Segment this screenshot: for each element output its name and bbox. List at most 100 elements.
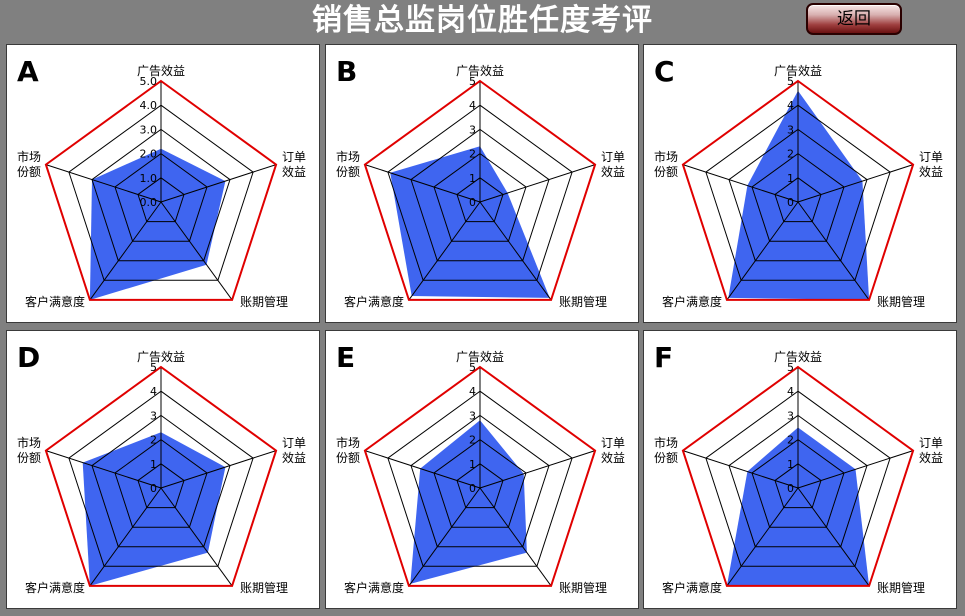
data-area — [728, 90, 870, 300]
grid-ring — [433, 438, 527, 528]
grid-ring — [456, 463, 504, 509]
data-area — [410, 420, 527, 584]
tick-label: 1.0 — [140, 172, 158, 185]
category-label: 账期管理 — [559, 294, 607, 309]
outer-ring — [681, 79, 915, 301]
tick-label: 2 — [469, 148, 476, 161]
tick-label: 2.0 — [140, 148, 158, 161]
category-label: 广告效益 — [774, 63, 822, 78]
category-label: 广告效益 — [456, 63, 504, 78]
tick-label: 0 — [469, 482, 476, 495]
axis-spoke — [479, 450, 596, 489]
category-label: 客户满意度 — [662, 294, 722, 309]
axis-spoke — [797, 164, 914, 203]
axis-spoke — [682, 164, 799, 203]
category-label: 市场份额 — [17, 149, 41, 179]
axis-spoke — [89, 487, 162, 587]
tick-label: 5 — [469, 75, 476, 88]
category-label: 账期管理 — [559, 580, 607, 595]
category-label: 账期管理 — [240, 580, 288, 595]
tick-label: 1 — [469, 458, 476, 471]
axis-spoke — [45, 450, 162, 489]
tick-label: 0.0 — [140, 196, 158, 209]
outer-ring — [44, 365, 278, 587]
axis-spoke — [45, 164, 162, 203]
axis-spoke — [726, 201, 799, 301]
grid-ring — [728, 414, 868, 548]
category-label: 市场份额 — [17, 435, 41, 465]
grid-ring — [774, 463, 822, 509]
grid-ring — [387, 104, 573, 281]
category-label: 客户满意度 — [344, 580, 404, 595]
tick-label: 1 — [469, 172, 476, 185]
tick-label: 5.0 — [140, 75, 158, 88]
axis-spoke — [160, 487, 233, 587]
tick-label: 4 — [150, 385, 157, 398]
panel-label: B — [336, 55, 358, 88]
tick-label: 4 — [787, 385, 794, 398]
category-label: 订单效益 — [282, 436, 306, 465]
category-label: 广告效益 — [137, 349, 185, 364]
category-label: 账期管理 — [877, 294, 925, 309]
panel-label: C — [654, 55, 675, 88]
category-label: 客户满意度 — [25, 580, 85, 595]
tick-label: 1 — [787, 458, 794, 471]
tick-label: 2 — [787, 148, 794, 161]
category-label: 客户满意度 — [25, 294, 85, 309]
axis-spoke — [89, 201, 162, 301]
axis-spoke — [479, 201, 552, 301]
data-area — [82, 432, 226, 586]
tick-label: 5 — [787, 361, 794, 374]
tick-label: 4 — [469, 385, 476, 398]
tick-label: 3 — [787, 123, 794, 136]
category-label: 订单效益 — [919, 436, 943, 465]
tick-label: 1 — [787, 172, 794, 185]
back-button[interactable]: 返回 — [806, 3, 902, 35]
grid-ring — [705, 390, 891, 567]
grid-ring — [91, 128, 231, 262]
tick-label: 3 — [787, 409, 794, 422]
tick-label: 2 — [787, 434, 794, 447]
axis-spoke — [479, 164, 596, 203]
grid-ring — [751, 438, 845, 528]
category-label: 订单效益 — [282, 150, 306, 179]
grid-ring — [410, 414, 550, 548]
grid-ring — [456, 177, 504, 223]
tick-label: 4 — [469, 99, 476, 112]
grid-ring — [774, 177, 822, 223]
grid-ring — [91, 414, 231, 548]
category-label: 账期管理 — [877, 580, 925, 595]
axis-spoke — [682, 450, 799, 489]
grid-ring — [137, 177, 185, 223]
category-label: 客户满意度 — [344, 294, 404, 309]
tick-label: 0 — [787, 196, 794, 209]
axis-spoke — [364, 164, 481, 203]
tick-label: 0 — [787, 482, 794, 495]
grid-ring — [68, 104, 254, 281]
category-label: 广告效益 — [137, 63, 185, 78]
axis-spoke — [797, 450, 914, 489]
axis-spoke — [160, 201, 233, 301]
category-label: 订单效益 — [919, 150, 943, 179]
category-label: 市场份额 — [336, 435, 360, 465]
outer-ring — [363, 365, 597, 587]
axis-spoke — [797, 487, 870, 587]
tick-label: 4 — [787, 99, 794, 112]
panel-label: F — [654, 341, 674, 374]
tick-label: 5 — [787, 75, 794, 88]
tick-label: 1 — [150, 458, 157, 471]
outer-ring — [363, 79, 597, 301]
axis-spoke — [364, 450, 481, 489]
grid-ring — [728, 128, 868, 262]
axis-spoke — [160, 164, 277, 203]
grid-ring — [705, 104, 891, 281]
